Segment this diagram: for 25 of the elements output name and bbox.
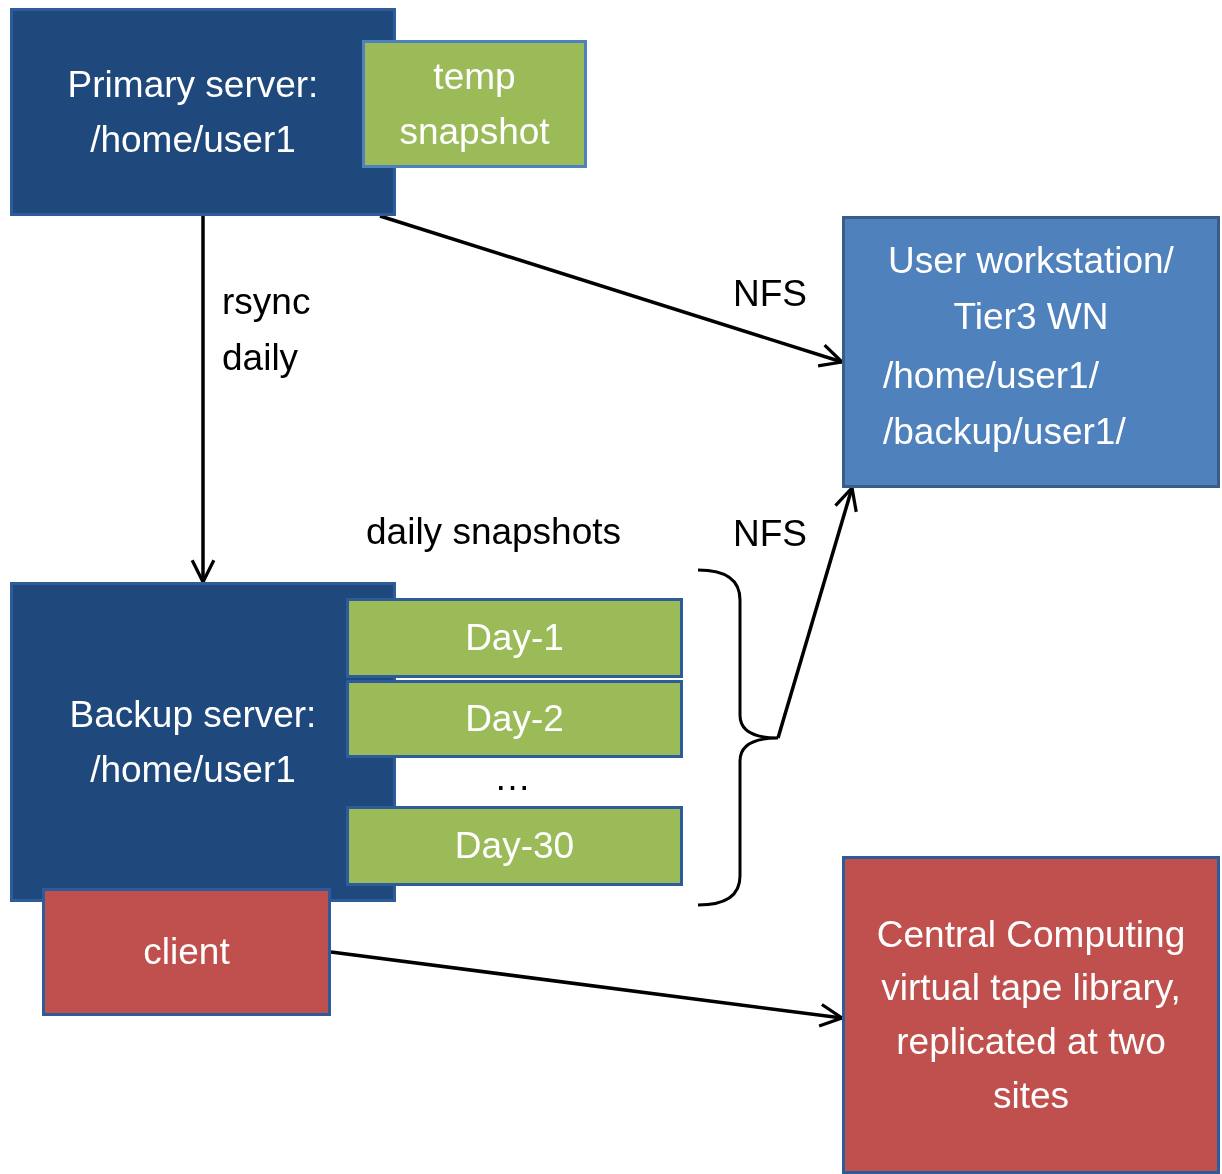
node-text: client (142, 930, 231, 975)
arrow (776, 486, 858, 739)
curly-brace (697, 568, 779, 907)
arrow (190, 216, 216, 584)
snapshot-box (346, 680, 683, 758)
node-text: Primary server: /home/user1 (66, 62, 320, 162)
snapshot-box (362, 40, 587, 168)
note-label: daily snapshots (366, 510, 622, 554)
server-box (10, 8, 396, 216)
note-label: … (494, 756, 531, 800)
node-text: User workstation/ Tier3 WN (887, 239, 1175, 339)
arrow (379, 214, 844, 368)
workstation-box (842, 216, 1220, 488)
snapshot-box (346, 598, 683, 678)
node-text: temp snapshot (398, 54, 551, 154)
arrow (330, 950, 844, 1028)
node-text: Day-2 (465, 697, 564, 742)
node-text: Central Computing virtual tape library, replicated at two sites (875, 912, 1187, 1118)
tape-library-box (842, 856, 1220, 1174)
node-text: /home/user1/ /backup/user1/ (882, 354, 1127, 454)
node-text: Backup server: /home/user1 (68, 692, 318, 792)
client-box (42, 888, 331, 1016)
node-text: Day-1 (465, 616, 564, 661)
node-text: Day-30 (454, 824, 575, 869)
snapshot-box (346, 806, 683, 886)
